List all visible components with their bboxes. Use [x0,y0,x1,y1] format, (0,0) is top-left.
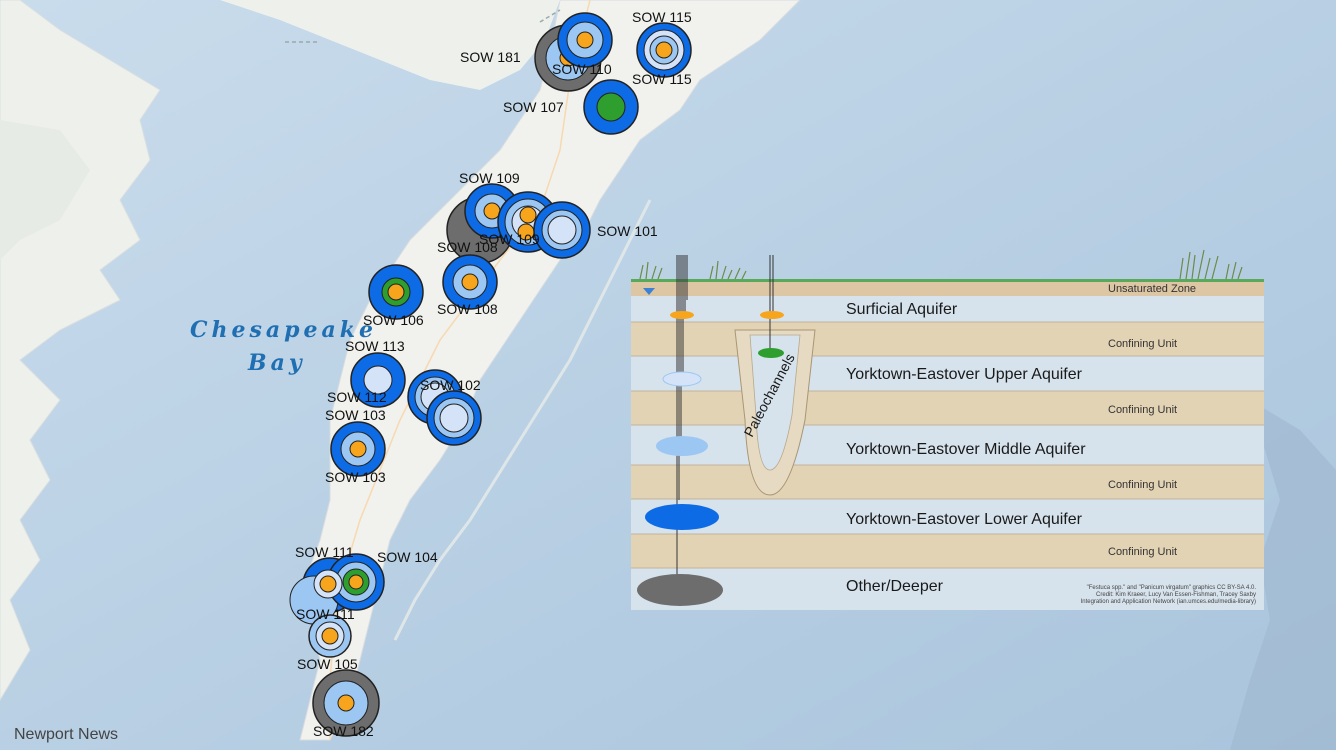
city-label: Newport News [14,726,118,743]
layer-deeper [631,568,1264,610]
screen-lower [645,504,719,530]
well-marker-sow115[interactable] [636,22,692,78]
screen-paleochannel [758,348,784,358]
layer-lower [631,499,1264,534]
well-label: SOW 113 [345,338,405,354]
layer-unsaturated [631,282,1264,296]
well-label: SOW 181 [460,49,521,65]
layer-confining-3 [631,465,1264,499]
credit-line: Credit: Kim Kraeer, Lucy Van Essen-Fishm… [1096,592,1256,598]
well-marker-sow111-center[interactable] [313,569,343,599]
credit-line: "Festuca spp." and "Panicum virgatum" gr… [1087,585,1257,591]
layer-label: Confining Unit [1108,338,1177,350]
layer-label: Unsaturated Zone [1108,283,1196,295]
layer-label: Surficial Aquifer [846,301,958,318]
barrier-islands [393,199,652,641]
layer-surficial [631,296,1264,322]
grass-tufts [639,249,1243,280]
northern-land [220,0,560,90]
well-label: SOW 104 [377,549,438,565]
layer-label: Confining Unit [1108,479,1177,491]
water-body-label-line2: Bay [247,350,306,376]
well-marker-sow105[interactable] [308,614,352,658]
well-label: SOW 101 [597,223,658,239]
well-label: SOW 103 [325,469,386,485]
well-label: SOW 109 [459,170,520,186]
well-label: SOW 108 [437,301,498,317]
well-marker-sow113[interactable] [350,352,406,408]
screen-upper [662,371,702,387]
well-label: SOW 110 [552,61,612,77]
layer-upper [631,356,1264,391]
monitoring-well-single [769,255,774,350]
well-marker-sow108[interactable] [442,254,498,310]
screen-deeper [637,574,723,606]
well-label: SOW 102 [420,377,481,393]
well-marker-sow110[interactable] [557,12,613,68]
layer-middle [631,425,1264,465]
well-marker-sow104[interactable] [327,553,385,611]
well-marker-sow106[interactable] [368,264,424,320]
well-marker-sow182[interactable] [312,669,380,737]
well-label: SOW 112 [327,389,387,405]
state-boundary [285,9,561,43]
credit-line: Integration and Application Network (ian… [1081,599,1256,605]
well-label: SOW 107 [503,99,564,115]
layer-label: Confining Unit [1108,404,1177,416]
well-label: SOW 106 [363,312,424,328]
layer-label: Other/Deeper [846,578,944,595]
screen-surficial [670,311,694,319]
well-label: SOW 109 [479,231,540,247]
layer-label: Confining Unit [1108,546,1177,558]
layer-confining-2 [631,391,1264,425]
screen-surficial-right [760,311,784,319]
water-table-marker [643,288,655,295]
layer-label: Yorktown-Eastover Upper Aquifer [846,366,1083,383]
aquifer-cross-section: Unsaturated Zone Surficial Aquifer Confi… [631,249,1264,610]
well-label: SOW 111 [296,606,355,622]
layer-label: Yorktown-Eastover Middle Aquifer [846,441,1086,458]
well-marker-sow107[interactable] [583,79,639,135]
layer-confining-4 [631,534,1264,568]
well-label: SOW 115 [632,9,692,25]
well-label: SOW 115 [632,71,692,87]
well-label: SOW 111 [295,544,354,560]
well-label: SOW 103 [325,407,386,423]
well-label: SOW 182 [313,723,374,739]
screen-middle [656,436,708,456]
well-marker-sow101[interactable] [533,201,591,259]
ground-surface [631,279,1264,282]
well-label: SOW 108 [437,239,498,255]
continental-slope [1230,400,1336,750]
well-marker-sow102-second[interactable] [426,390,482,446]
layer-label: Yorktown-Eastover Lower Aquifer [846,511,1083,528]
water-body-label-line1: Chesapeake [190,317,377,343]
well-marker-sow103[interactable] [330,421,386,477]
well-label: SOW 105 [297,656,358,672]
western-shore-inner [0,120,90,260]
